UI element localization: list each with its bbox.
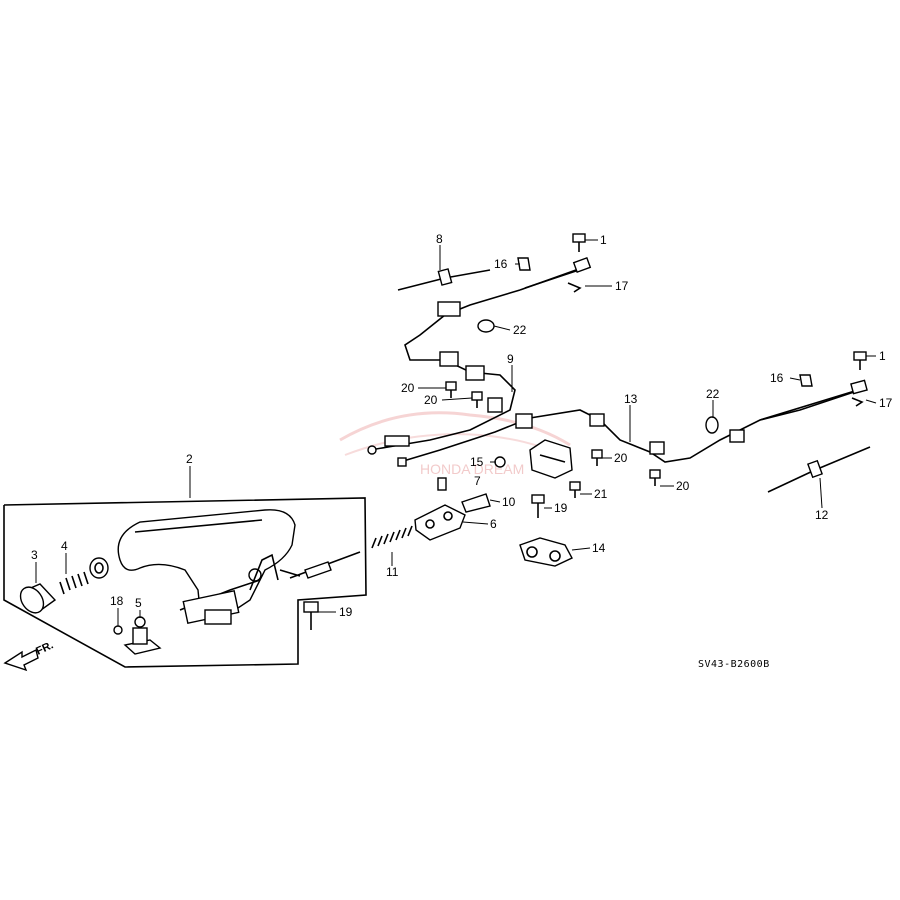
part-22-grommet-left <box>477 319 495 333</box>
part-4-spring <box>59 571 89 595</box>
part-20-bolt-b <box>471 391 483 408</box>
callout-16-left: 16 <box>494 257 508 271</box>
part-17-clip-left <box>567 282 582 293</box>
callout-13: 13 <box>624 392 638 406</box>
callout-16-right: 16 <box>770 371 784 385</box>
part-13-right-rear-cable <box>397 379 868 467</box>
callout-20-c: 20 <box>614 451 628 465</box>
callout-17-left: 17 <box>615 279 629 293</box>
callout-19-upper: 19 <box>554 501 568 515</box>
part-11-spring <box>371 525 413 549</box>
callout-9: 9 <box>507 352 514 366</box>
callout-7: 7 <box>474 474 481 488</box>
part-16-clip-right <box>799 374 813 387</box>
callout-20-b: 20 <box>424 393 438 407</box>
callout-19-lower: 19 <box>339 605 353 619</box>
callout-6: 6 <box>490 517 497 531</box>
parking-brake-lever <box>117 509 301 625</box>
callout-3: 3 <box>31 548 38 562</box>
part-1-bolt-right <box>853 351 867 370</box>
callout-1-left: 1 <box>600 233 607 247</box>
callout-labels: 8 1 16 17 22 9 20 20 13 22 1 16 17 15 20… <box>31 232 893 619</box>
leader-lines <box>35 239 877 626</box>
part-6-equalizer <box>414 504 466 541</box>
part-9-left-rear-cable <box>367 257 592 455</box>
part-20-bolt-c <box>591 449 603 466</box>
callout-14: 14 <box>592 541 606 555</box>
callout-4: 4 <box>61 539 68 553</box>
part-21-bolt <box>569 481 581 498</box>
part-12-cable <box>767 446 871 493</box>
lever-rod <box>289 551 361 579</box>
callout-18: 18 <box>110 594 124 608</box>
callout-20-d: 20 <box>676 479 690 493</box>
lever-assembly-frame <box>3 497 367 668</box>
part-22-grommet-right <box>705 416 719 434</box>
callout-17-right: 17 <box>879 396 893 410</box>
part-19-bolt-lower <box>303 601 319 630</box>
callout-12: 12 <box>815 508 829 522</box>
callout-10: 10 <box>502 495 516 509</box>
callout-22-left: 22 <box>513 323 527 337</box>
part-3-grip-cap <box>19 583 57 614</box>
callout-21: 21 <box>594 487 608 501</box>
callout-1-right: 1 <box>879 349 886 363</box>
callout-15: 15 <box>470 455 484 469</box>
callout-22-right: 22 <box>706 387 720 401</box>
callout-20-a: 20 <box>401 381 415 395</box>
part-20-bolt-d <box>649 469 661 486</box>
part-14-cable-guide <box>519 537 573 567</box>
part-18-screw <box>113 625 123 635</box>
part-15-bracket <box>494 439 573 479</box>
part-10-pin <box>461 493 491 513</box>
diagram-code: SV43-B2600B <box>698 659 770 670</box>
part-7-clip <box>437 477 447 491</box>
part-16-clip-left <box>517 257 531 271</box>
callout-11: 11 <box>386 565 399 579</box>
part-20-bolt-a <box>445 381 457 398</box>
callout-2: 2 <box>186 452 193 466</box>
part-5-switch <box>123 616 162 655</box>
front-indicator-text: FR. <box>34 639 55 657</box>
part-8-cable-end <box>397 268 491 291</box>
part-4-nut <box>89 557 109 579</box>
part-17-clip-right <box>851 397 864 407</box>
callout-8: 8 <box>436 232 443 246</box>
part-1-bolt-left <box>572 233 586 252</box>
callout-5: 5 <box>135 596 142 610</box>
front-direction-arrow: FR. <box>3 639 55 672</box>
part-19-bolt-upper <box>531 494 545 518</box>
